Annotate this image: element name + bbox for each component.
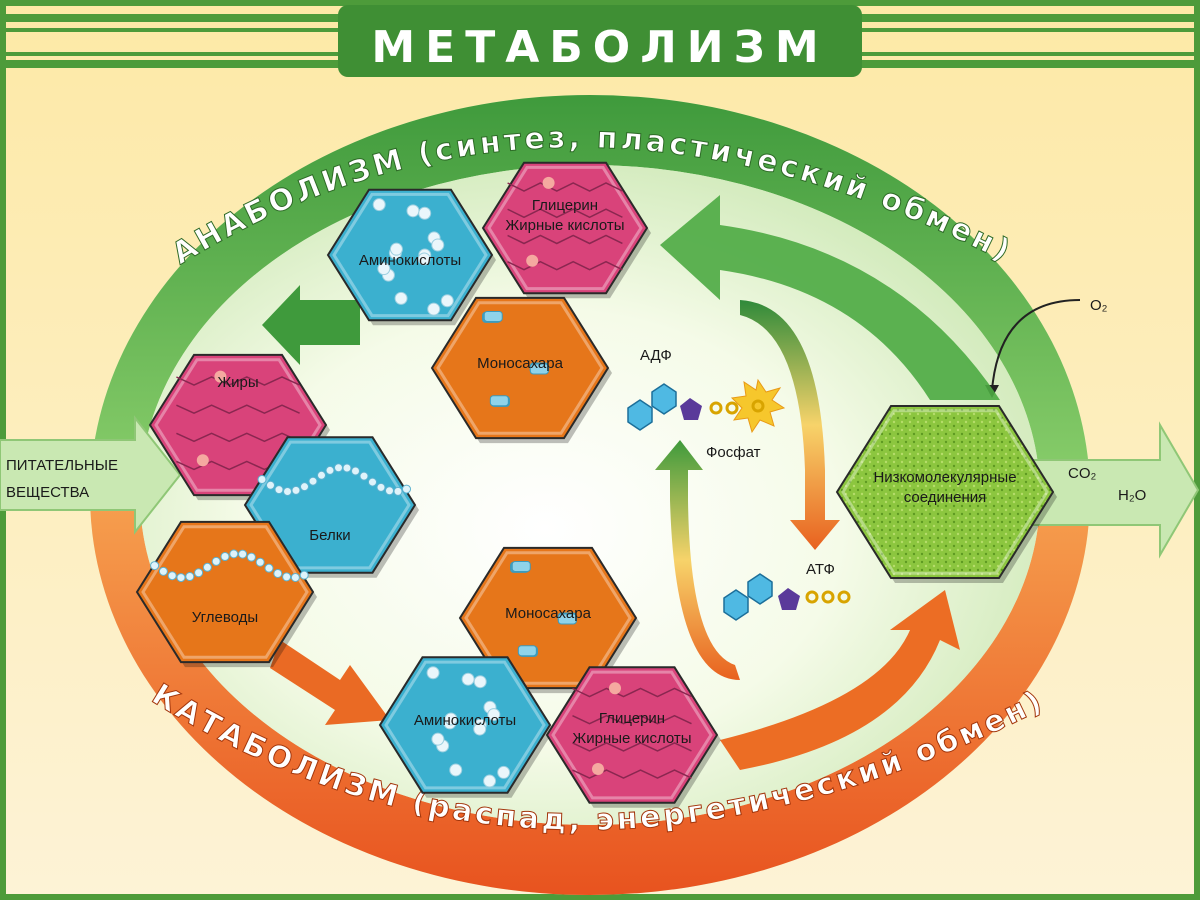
nutrients-label-line1: ПИТАТЕЛЬНЫЕ bbox=[6, 457, 118, 474]
molecule-label-glycerol-top-1: Глицерин bbox=[532, 197, 598, 214]
cycle-arrow-up bbox=[655, 440, 740, 680]
page-title: МЕТАБОЛИЗМ bbox=[371, 22, 828, 73]
molecule-label-low-mol-1: Низкомолекулярные bbox=[873, 469, 1016, 486]
molecule-label-proteins: Белки bbox=[309, 527, 350, 544]
synthesis-arrow bbox=[262, 285, 360, 365]
hex-mono-top: Моносахара bbox=[430, 296, 612, 444]
molecule-label-amino-bottom: Аминокислоты bbox=[414, 712, 516, 729]
nutrients-label-line2: ВЕЩЕСТВА bbox=[6, 484, 89, 501]
cycle-arrow-down bbox=[740, 300, 840, 550]
atp-label: АТФ bbox=[806, 561, 835, 578]
molecule-label-fats: Жиры bbox=[217, 374, 258, 391]
molecule-label-glycerol-bottom-1: Глицерин bbox=[599, 710, 665, 727]
phosphate-label: Фосфат bbox=[706, 444, 761, 461]
phosphate: Фосфат bbox=[706, 378, 786, 461]
adp-molecule: АДФ bbox=[627, 347, 739, 431]
molecule-label-amino-top: Аминокислоты bbox=[359, 252, 461, 269]
molecule-label-carbs: Углеводы bbox=[192, 609, 258, 626]
atp-molecule: АТФ bbox=[723, 561, 851, 621]
molecule-label-glycerol-bottom-2: Жирные кислоты bbox=[572, 730, 691, 747]
hex-proteins: Белки bbox=[243, 436, 419, 578]
co2-label: CO₂ bbox=[1068, 465, 1097, 482]
catabolism-band bbox=[90, 495, 1090, 895]
oxygen-label: O₂ bbox=[1090, 297, 1108, 314]
molecule-label-mono-bottom: Моносахара bbox=[505, 605, 591, 622]
water-label: H₂O bbox=[1118, 487, 1146, 504]
title-banner: МЕТАБОЛИЗМ bbox=[0, 5, 1200, 77]
oval-inner bbox=[140, 165, 1040, 825]
adp-label: АДФ bbox=[640, 347, 672, 364]
anabolism-band bbox=[90, 95, 1090, 495]
molecule-label-mono-top: Моносахара bbox=[477, 355, 563, 372]
catabolism-arrow bbox=[720, 590, 960, 770]
nutrients-input-arrow: ПИТАТЕЛЬНЫЕ ВЕЩЕСТВА bbox=[0, 415, 182, 535]
hex-low-molecular: Низкомолекулярные соединения bbox=[835, 405, 1057, 583]
hex-amino-bottom: Аминокислоты bbox=[378, 656, 554, 798]
molecule-label-glycerol-top-2: Жирные кислоты bbox=[505, 217, 624, 234]
molecule-label-low-mol-2: соединения bbox=[904, 489, 987, 506]
output-arrow: CO₂ H₂O bbox=[1009, 421, 1200, 559]
hex-amino-top: Аминокислоты bbox=[326, 188, 496, 326]
hex-carbs: Углеводы bbox=[135, 520, 317, 668]
breakdown-arrow bbox=[270, 640, 390, 725]
hex-fats: Жиры bbox=[148, 353, 330, 501]
anabolism-arrow bbox=[660, 195, 1000, 400]
